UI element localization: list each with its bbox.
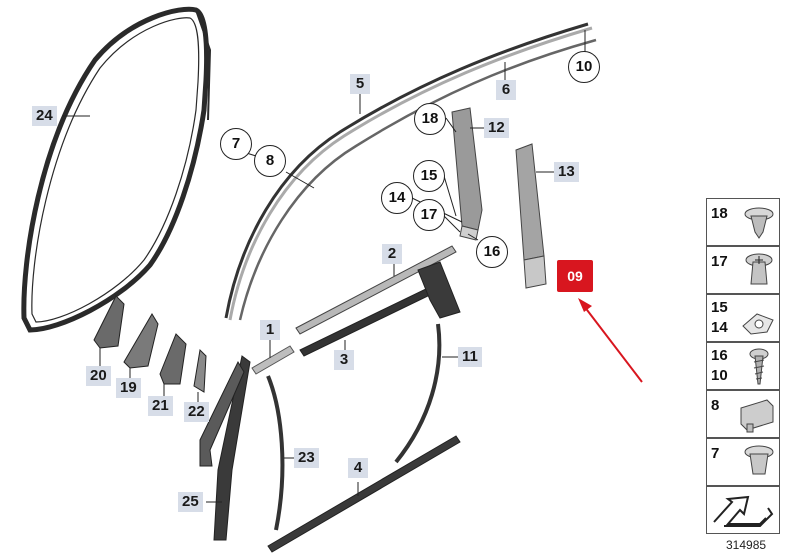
part-label-4: 4 — [348, 458, 368, 478]
part-label-19: 19 — [116, 378, 141, 398]
retaining-plate-icon — [742, 313, 774, 335]
highlight-arrow — [583, 305, 643, 383]
part-label-20: 20 — [86, 366, 111, 386]
cover-cap-part — [159, 333, 187, 385]
part-label-2: 2 — [382, 244, 402, 264]
sill-strip-part — [267, 435, 461, 553]
part-label-13: 13 — [554, 162, 579, 182]
part-label-6: 6 — [496, 80, 516, 100]
part-circle-14: 14 — [381, 182, 413, 214]
door-seal-part — [266, 375, 285, 531]
direction-arrow-icon — [713, 495, 774, 527]
legend-cell: 16 10 — [706, 342, 780, 390]
legend-number: 17 — [711, 253, 728, 270]
pillar-trim-part — [515, 143, 547, 289]
self-tapping-screw-icon — [749, 348, 769, 385]
bracket-clip-icon — [740, 399, 774, 433]
legend-number: 15 — [711, 299, 728, 316]
legend-cell: 17 — [706, 246, 780, 294]
legend-cell: 8 — [706, 390, 780, 438]
part-circle-18: 18 — [414, 103, 446, 135]
part-circle-15: 15 — [413, 160, 445, 192]
part-label-1: 1 — [260, 320, 280, 340]
part-label-3: 3 — [334, 350, 354, 370]
part-label-24: 24 — [32, 106, 57, 126]
highlight-badge: 09 — [557, 260, 593, 292]
legend-number: 10 — [711, 367, 728, 384]
part-circle-16: 16 — [476, 236, 508, 268]
part-label-22: 22 — [184, 402, 209, 422]
pillar-trim-part — [451, 107, 483, 241]
legend-cell: 18 — [706, 198, 780, 246]
trim-strip-part — [251, 345, 295, 375]
legend-number: 18 — [711, 205, 728, 222]
legend-cell: 7 — [706, 438, 780, 486]
part-label-25: 25 — [178, 492, 203, 512]
part-label-12: 12 — [484, 118, 509, 138]
legend-number: 16 — [711, 347, 728, 364]
window-seal-part — [394, 323, 442, 464]
part-circle-8: 8 — [254, 145, 286, 177]
cover-cap-part — [193, 348, 207, 393]
roof-trim-part — [224, 22, 597, 321]
legend-number: 14 — [711, 319, 728, 336]
part-label-11: 11 — [458, 347, 482, 367]
legend-number: 7 — [711, 445, 720, 462]
spreading-clip-icon — [744, 445, 774, 475]
image-number: 314985 — [726, 538, 767, 552]
part-label-21: 21 — [148, 396, 173, 416]
push-clip-icon — [744, 207, 774, 239]
part-circle-17: 17 — [413, 199, 445, 231]
part-circle-7: 7 — [220, 128, 252, 160]
part-label-5: 5 — [350, 74, 370, 94]
window-channel-part — [295, 245, 461, 357]
cover-cap-part — [123, 313, 159, 369]
legend-number: 8 — [711, 397, 720, 414]
part-circle-10: 10 — [568, 51, 600, 83]
legend-cell: 15 14 — [706, 294, 780, 342]
expanding-rivet-icon — [745, 253, 773, 285]
door-seal-part — [21, 6, 212, 333]
cover-cap-part — [93, 295, 125, 349]
part-label-23: 23 — [294, 448, 319, 468]
legend-cell — [706, 486, 780, 534]
door-frame-part — [199, 355, 251, 541]
